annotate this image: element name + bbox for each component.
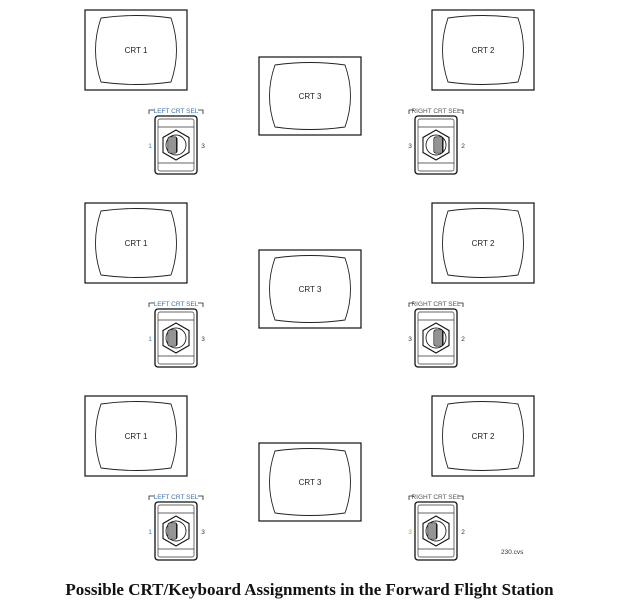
switch-label: LEFT CRT SEL [154, 108, 199, 115]
switch-label: LEFT CRT SEL [154, 301, 199, 308]
label-bracket [148, 302, 204, 307]
label-bracket [408, 302, 464, 307]
left-crt-select-switch[interactable]: LEFT CRT SEL 1 3 [148, 494, 205, 561]
crt-screen [95, 15, 177, 85]
crt-screen [269, 448, 351, 516]
crt-screen [95, 401, 177, 471]
label-bracket [148, 109, 204, 114]
position-2[interactable]: 2 [461, 143, 465, 150]
file-reference: 230.cvs [501, 549, 524, 556]
right-crt-select-switch[interactable]: RIGHT CRT SEL 3 2 [408, 494, 465, 561]
right-crt-select-switch[interactable]: RIGHT CRT SEL 3 2 [408, 108, 465, 175]
crt-screen [442, 15, 524, 85]
crt-label: CRT 3 [299, 285, 322, 294]
crt-screen [269, 62, 351, 130]
crt-label: CRT 2 [472, 432, 495, 441]
crt-label: CRT 1 [125, 46, 148, 55]
crt-label: CRT 3 [299, 478, 322, 487]
figure-caption: Possible CRT/Keyboard Assignments in the… [65, 580, 554, 599]
crt-label: CRT 1 [125, 239, 148, 248]
crt-screen [95, 208, 177, 278]
label-bracket [408, 109, 464, 114]
position-3[interactable]: 3 [408, 143, 412, 150]
position-3[interactable]: 3 [201, 143, 205, 150]
crt-screen [442, 401, 524, 471]
position-2[interactable]: 2 [461, 529, 465, 536]
crt-2: CRT 2 [431, 9, 535, 91]
crt-2: CRT 2 [431, 395, 535, 477]
position-3[interactable]: 3 [408, 529, 412, 536]
position-2[interactable]: 2 [461, 336, 465, 343]
position-3[interactable]: 3 [201, 529, 205, 536]
crt-1: CRT 1 [84, 202, 188, 284]
switch-label: RIGHT CRT SEL [411, 494, 461, 501]
crt-label: CRT 1 [125, 432, 148, 441]
switch-label: RIGHT CRT SEL [411, 108, 461, 115]
left-crt-select-switch[interactable]: LEFT CRT SEL 1 3 [148, 301, 205, 368]
position-3[interactable]: 3 [201, 336, 205, 343]
position-1[interactable]: 1 [148, 529, 152, 536]
crt-label: CRT 3 [299, 92, 322, 101]
crt-3: CRT 3 [258, 442, 362, 522]
switch-label: RIGHT CRT SEL [411, 301, 461, 308]
crt-2: CRT 2 [431, 202, 535, 284]
left-crt-select-switch[interactable]: LEFT CRT SEL 1 3 [148, 108, 205, 175]
crt-1: CRT 1 [84, 395, 188, 477]
crt-label: CRT 2 [472, 46, 495, 55]
position-1[interactable]: 1 [148, 143, 152, 150]
label-bracket [148, 495, 204, 500]
switch-label: LEFT CRT SEL [154, 494, 199, 501]
crt-3: CRT 3 [258, 56, 362, 136]
crt-3: CRT 3 [258, 249, 362, 329]
position-1[interactable]: 1 [148, 336, 152, 343]
crt-label: CRT 2 [472, 239, 495, 248]
position-3[interactable]: 3 [408, 336, 412, 343]
crt-screen [442, 208, 524, 278]
label-bracket [408, 495, 464, 500]
crt-1: CRT 1 [84, 9, 188, 91]
right-crt-select-switch[interactable]: RIGHT CRT SEL 3 2 [408, 301, 465, 368]
crt-screen [269, 255, 351, 323]
